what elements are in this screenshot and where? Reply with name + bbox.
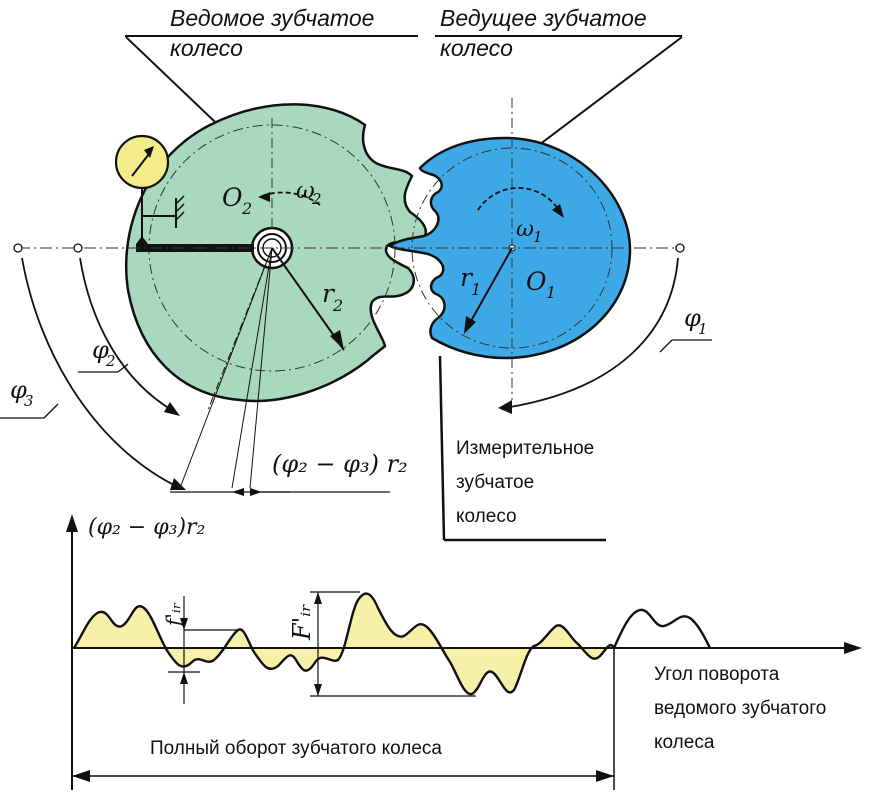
angle-label-line1: Угол поворота bbox=[654, 664, 780, 685]
driving-gear-title: Ведущее зубчатое колесо bbox=[435, 5, 683, 149]
driving-gear-title-line2: колесо bbox=[440, 35, 513, 61]
dial-gauge-needle-tip bbox=[144, 146, 154, 158]
f-small-arrow-bottom bbox=[180, 672, 188, 684]
dial-gauge-tip bbox=[136, 236, 148, 244]
diff-expression-axis: (φ₂ − φ₃)r₂ bbox=[88, 515, 205, 540]
phi3-arrowhead bbox=[170, 478, 186, 490]
angle-label-line2: ведомого зубчатого bbox=[654, 698, 826, 719]
omega2-label: ω bbox=[296, 178, 315, 204]
measuring-gear-leader bbox=[438, 355, 446, 541]
r1-radius-line bbox=[465, 247, 513, 331]
phi2-sub: 2 bbox=[105, 352, 116, 370]
r1-label: r bbox=[460, 263, 474, 292]
f-small-arrow-top bbox=[180, 618, 188, 630]
omega1-arrowhead bbox=[552, 204, 564, 218]
ray-phi3 bbox=[179, 247, 273, 489]
o1-label: O bbox=[526, 267, 547, 296]
driving-gear bbox=[387, 98, 632, 400]
phi1-arrowhead bbox=[498, 400, 512, 414]
ray-dashed bbox=[207, 247, 273, 411]
error-graph: (φ₂ − φ₃)r₂ f'ᵢᵣ F'ᵢᵣ Полный оборот зубч… bbox=[66, 514, 862, 790]
phi1-sub: 1 bbox=[698, 320, 708, 338]
ray-phi2-b bbox=[249, 247, 273, 489]
phi2-label: φ bbox=[92, 336, 109, 364]
phi2-arrowhead bbox=[164, 402, 180, 416]
f-big-arrow-bottom bbox=[314, 684, 322, 696]
diff-arrow-right bbox=[250, 488, 262, 496]
hatch-1 bbox=[175, 195, 185, 205]
r1-arrowhead bbox=[464, 316, 476, 334]
error-curve bbox=[73, 592, 712, 696]
f-small-label: f'ᵢᵣ bbox=[161, 602, 185, 628]
graph-x-arrow bbox=[844, 642, 862, 654]
phi1-label: φ bbox=[684, 304, 701, 332]
angle-label-line3: колеса bbox=[654, 732, 715, 753]
driven-gear-title-line2: колесо bbox=[170, 35, 243, 61]
dial-gauge bbox=[114, 134, 185, 244]
o2-label: O bbox=[222, 183, 243, 212]
omega1-arc bbox=[477, 187, 561, 213]
o2-sub: 2 bbox=[241, 199, 252, 218]
ray-phi2-a bbox=[231, 247, 273, 489]
omega1-sub: 1 bbox=[533, 228, 543, 246]
phi1-leader bbox=[659, 339, 673, 353]
r2-sub: 2 bbox=[332, 296, 343, 315]
diff-arrow-left bbox=[232, 488, 244, 496]
phi2-arc bbox=[79, 257, 176, 413]
diff-expression-upper: (φ₂ − φ₃) r₂ bbox=[272, 450, 408, 478]
hatch-2 bbox=[175, 203, 185, 213]
measuring-gear-line2: зубчатое bbox=[456, 472, 534, 493]
phi3-label: φ bbox=[10, 376, 27, 404]
omega1-label: ω bbox=[516, 217, 534, 242]
measuring-gear-line1: Измерительное bbox=[456, 438, 594, 459]
measuring-gear-line3: колесо bbox=[456, 506, 517, 527]
r2-label: r bbox=[322, 279, 336, 308]
r1-sub: 1 bbox=[471, 280, 481, 299]
phi3-sub: 3 bbox=[24, 392, 34, 410]
omega2-sub: 2 bbox=[311, 190, 322, 208]
driving-gear-title-line1: Ведущее зубчатое bbox=[440, 5, 647, 31]
phi3-origin bbox=[13, 243, 23, 253]
phi2-leader bbox=[117, 363, 129, 373]
o1-sub: 1 bbox=[546, 283, 556, 302]
driven-gear bbox=[124, 103, 427, 489]
phi3-leader bbox=[43, 403, 59, 419]
omega2-arrowhead bbox=[258, 192, 270, 202]
f-big-label: F'ᵢᵣ bbox=[288, 604, 316, 641]
phi3-arc bbox=[21, 257, 181, 489]
phi2-origin bbox=[73, 243, 83, 253]
phi1-origin bbox=[675, 243, 685, 253]
full-turn-arrow-right bbox=[596, 770, 614, 782]
f-big-arrow-top bbox=[314, 592, 322, 604]
error-area-fill bbox=[74, 593, 614, 695]
driving-title-leader bbox=[534, 36, 683, 149]
driven-gear-title: Ведомое зубчатое колесо bbox=[125, 5, 418, 141]
r2-radius-line bbox=[271, 247, 345, 351]
hatch-3 bbox=[175, 211, 185, 221]
graph-y-arrow bbox=[66, 514, 78, 532]
full-turn-arrow-left bbox=[72, 770, 90, 782]
phi1-arc bbox=[503, 257, 679, 409]
r2-arrowhead bbox=[330, 330, 344, 350]
full-turn-label: Полный оборот зубчатого колеса bbox=[150, 738, 442, 759]
driven-gear-title-line1: Ведомое зубчатое bbox=[170, 5, 374, 31]
